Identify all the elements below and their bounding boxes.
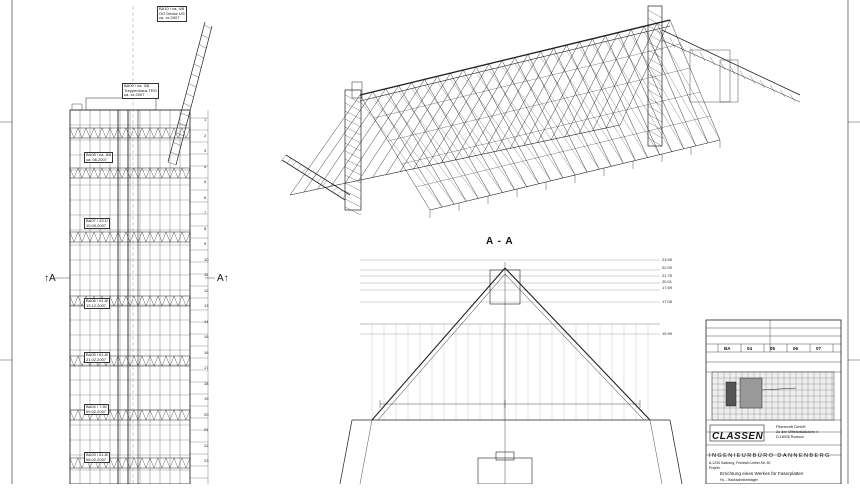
section-a-a: [339, 259, 683, 485]
axis-label: 6: [204, 194, 207, 200]
axis-label: 22: [204, 442, 209, 448]
level-label: 22.00: [662, 265, 673, 270]
axis-label: 14: [204, 318, 209, 324]
project-subtitle: HL - Hackschnitzellager: [720, 478, 758, 482]
stage-tag-ba08: BA08 / ca. 8/8 ca. 06.2007: [84, 152, 114, 163]
level-label: 21.75: [662, 273, 673, 278]
axis-label: 12: [204, 287, 209, 293]
project-label: Projekt:: [709, 466, 721, 470]
stage-cell: 07: [816, 346, 822, 351]
stage-tag-ba07: BA07 / 43.1/ 10.09.2007: [84, 218, 111, 229]
axis-label: 9: [204, 241, 207, 246]
section-mark-left: ↑A: [44, 273, 56, 284]
axis-label: 21: [204, 427, 209, 432]
level-label: 20.01: [662, 279, 673, 284]
axis-label: 11: [204, 272, 209, 277]
axis-label: 1: [204, 117, 207, 122]
engineer-name: INGENIEURBÜRO DANNENBERG: [709, 453, 831, 459]
axis-label: 16: [204, 349, 209, 355]
stage-cell: 04: [747, 346, 753, 351]
axis-label: 23: [204, 458, 209, 463]
section-mark-right: A↑: [217, 273, 229, 284]
axis-label: 13: [204, 303, 209, 308]
axis-label: 2: [204, 132, 207, 138]
stage-tag-ba09: BA09 / ca. 3/8 Treppenhaus TRO ca. xx 20…: [122, 83, 159, 99]
axis-label: 17: [204, 365, 209, 370]
stage-tag-ba10: BA10 / ca. 4/8 OG Decke UG ca. xx 2007: [157, 6, 187, 22]
stage-cell: 05: [770, 346, 776, 351]
stage-tag-ba03: BA03 / 61.8/ 08.02.2007: [84, 452, 111, 463]
company-name: Fibercraft GmbH: [776, 424, 806, 429]
axis-label: 20: [204, 411, 209, 417]
stage-cell: 06: [793, 346, 799, 351]
axis-label: 7: [204, 210, 207, 215]
stage-tag-ba06: BA06 / 61.8/ 13.12.2007: [84, 298, 111, 309]
level-label: 15.99: [662, 331, 673, 336]
level-label: 17.69: [662, 285, 673, 290]
section-title: A - A: [486, 236, 514, 247]
axis-label: 8: [204, 225, 207, 231]
company-logo: CLASSEN: [712, 431, 764, 442]
stage-row: BA 04 05 06 07: [718, 346, 833, 354]
company-address: Zu den Mittelwaldäckern 4: [776, 430, 818, 434]
axis-label: 4: [204, 163, 207, 169]
axis-label: 18: [204, 380, 209, 386]
stage-cell: BA: [724, 346, 731, 351]
stage-tag-ba04: BA04 / 7.50 09.02.2007: [84, 404, 109, 415]
company-city: D-18035 Rostock: [776, 435, 804, 439]
axis-label: 15: [204, 334, 209, 339]
axis-label: 3: [204, 148, 207, 153]
stage-tag-ba05: BA05 / 61.8/ 21.02.2007: [84, 352, 111, 363]
isometric-view: [281, 5, 801, 218]
level-label: 17.05: [662, 299, 673, 304]
axis-label: 19: [204, 396, 209, 401]
title-block: BA 04 05 06 07 Fibercraft GmbH Zu den Mittel…: [706, 320, 841, 484]
engineer-address: A-1234 Salzburg, Friedrich-Leibel-Str. 6…: [709, 461, 771, 465]
project-title: Errichtung eines Werkes für Faserplatten: [720, 471, 804, 476]
axis-label: 5: [204, 179, 207, 184]
level-label: 23.95: [662, 257, 673, 262]
side-elevation: [55, 6, 215, 485]
axis-label: 10: [204, 256, 209, 262]
